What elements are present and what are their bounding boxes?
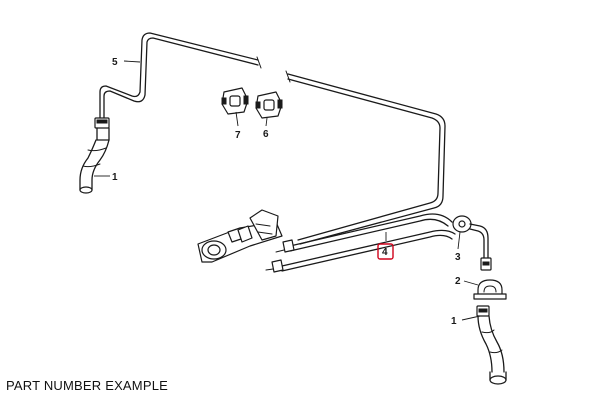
master-cylinder <box>197 209 283 263</box>
brake-line-right <box>469 223 492 271</box>
callout-7: 7 <box>235 130 241 141</box>
brake-line-lower <box>281 213 456 272</box>
line-fittings-master <box>265 239 295 273</box>
bracket <box>473 279 507 300</box>
callout-1-lower: 1 <box>451 316 457 327</box>
switch-part-6 <box>255 91 283 119</box>
callout-3: 3 <box>455 252 461 263</box>
callout-1-upper: 1 <box>112 172 118 183</box>
callout-2: 2 <box>455 276 461 287</box>
caption-text: PART NUMBER EXAMPLE <box>6 378 169 393</box>
brake-hose-left <box>79 139 110 194</box>
grommet <box>452 215 472 233</box>
brake-line-upper <box>99 32 446 245</box>
callout-5: 5 <box>112 57 118 68</box>
callout-labels: 5 1 7 6 3 2 1 4 <box>112 57 461 327</box>
callout-4-highlight <box>377 243 394 260</box>
switch-part-7 <box>221 87 249 115</box>
leader-lines <box>94 60 481 321</box>
brake-hose-right <box>476 305 507 385</box>
callout-6: 6 <box>263 129 269 140</box>
callout-4: 4 <box>382 247 388 258</box>
upper-hose-fitting <box>94 117 110 141</box>
